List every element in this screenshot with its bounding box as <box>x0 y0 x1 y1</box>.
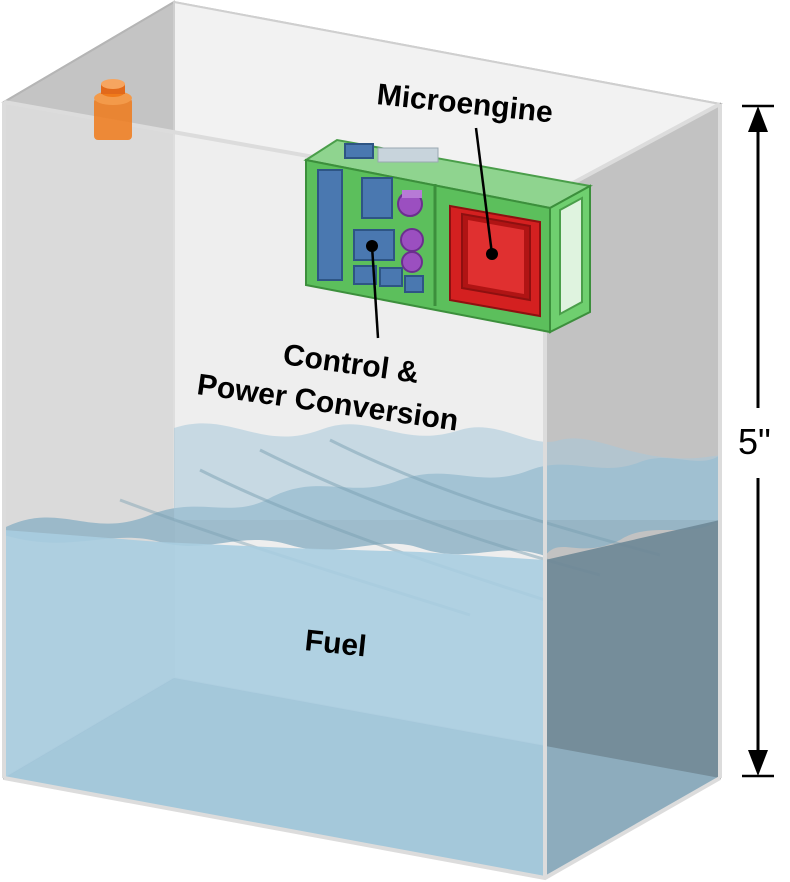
microengine <box>449 204 541 318</box>
fuel-cap-icon <box>94 79 132 140</box>
arrow-up-icon <box>748 106 768 132</box>
dimension-label: 5" <box>738 421 771 462</box>
height-dimension <box>742 104 774 778</box>
fuel-volume <box>4 423 720 878</box>
capacitor-2 <box>400 228 424 252</box>
arrow-down-icon <box>748 750 768 776</box>
chip-small-c <box>404 275 424 293</box>
leader-lines <box>366 127 498 339</box>
chip-square <box>361 177 393 219</box>
chip-small-b <box>379 267 403 287</box>
fuel-label: Fuel <box>303 624 368 663</box>
chip-tall <box>317 169 343 281</box>
chip-small-a <box>353 265 377 285</box>
capacitor-3 <box>401 251 423 273</box>
